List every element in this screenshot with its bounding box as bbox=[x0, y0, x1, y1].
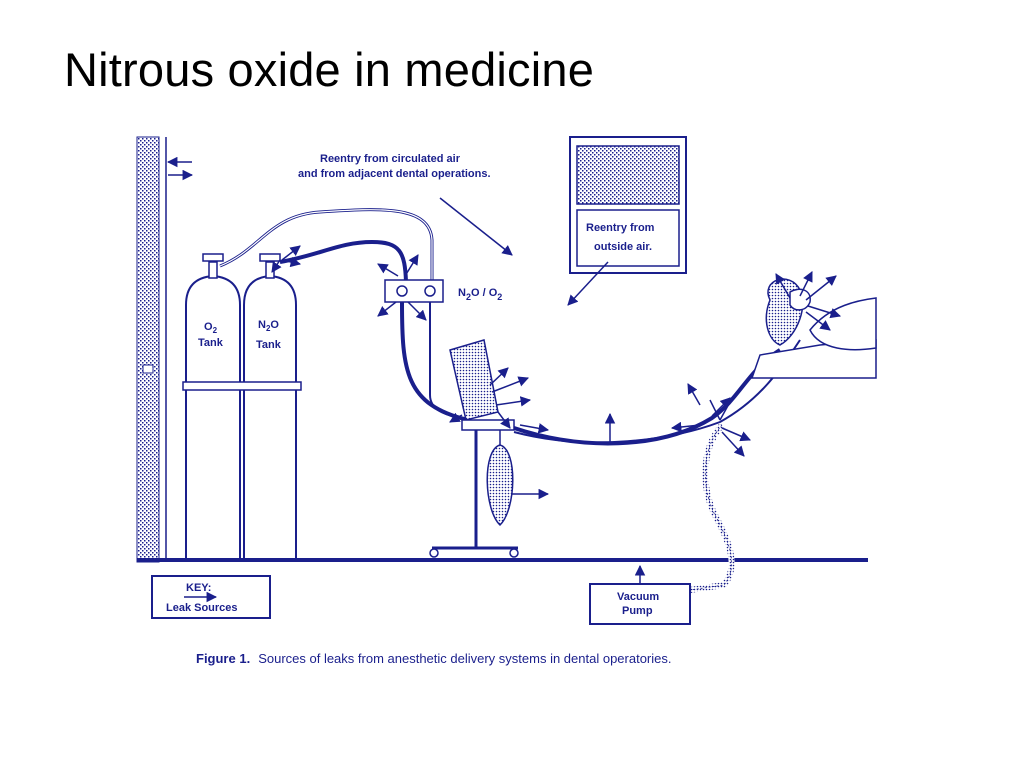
tank-strap bbox=[182, 381, 302, 391]
leak-arrows bbox=[271, 245, 842, 500]
flowmeter-mixer: N2O / O2 bbox=[384, 279, 502, 303]
svg-text:Reentry from: Reentry from bbox=[586, 222, 655, 234]
wall bbox=[136, 136, 194, 563]
svg-text:N2O / O2: N2O / O2 bbox=[458, 287, 502, 302]
svg-text:N2O: N2O bbox=[258, 319, 279, 333]
patient-chair bbox=[750, 278, 877, 379]
o2-tank: O2 Tank bbox=[185, 253, 241, 558]
svg-text:Vacuum: Vacuum bbox=[617, 591, 659, 603]
reentry-circulated-line1: Reentry from circulated air bbox=[320, 153, 461, 165]
svg-text:Tank: Tank bbox=[198, 337, 224, 349]
n2o-tank: N2O Tank bbox=[243, 253, 297, 558]
vacuum-tube bbox=[689, 423, 735, 593]
vacuum-pump: Vacuum Pump bbox=[589, 564, 691, 625]
patient-circuit bbox=[513, 339, 801, 446]
svg-text:Tank: Tank bbox=[256, 339, 282, 351]
slide-title: Nitrous oxide in medicine bbox=[64, 43, 595, 96]
svg-text:KEY:: KEY: bbox=[186, 582, 211, 594]
svg-text:O2: O2 bbox=[204, 321, 218, 335]
svg-text:Leak Sources: Leak Sources bbox=[166, 602, 238, 614]
svg-text:outside air.: outside air. bbox=[594, 241, 652, 253]
window: Reentry from outside air. bbox=[567, 136, 687, 306]
reentry-circulated-line2: and from adjacent dental operations. bbox=[298, 168, 491, 180]
svg-text:Pump: Pump bbox=[622, 605, 653, 617]
supply-hoses bbox=[219, 208, 434, 283]
figure-caption: Figure 1.Sources of leaks from anestheti… bbox=[196, 651, 672, 666]
key-legend: KEY: Leak Sources bbox=[151, 575, 271, 619]
anesthesia-machine bbox=[429, 339, 519, 558]
